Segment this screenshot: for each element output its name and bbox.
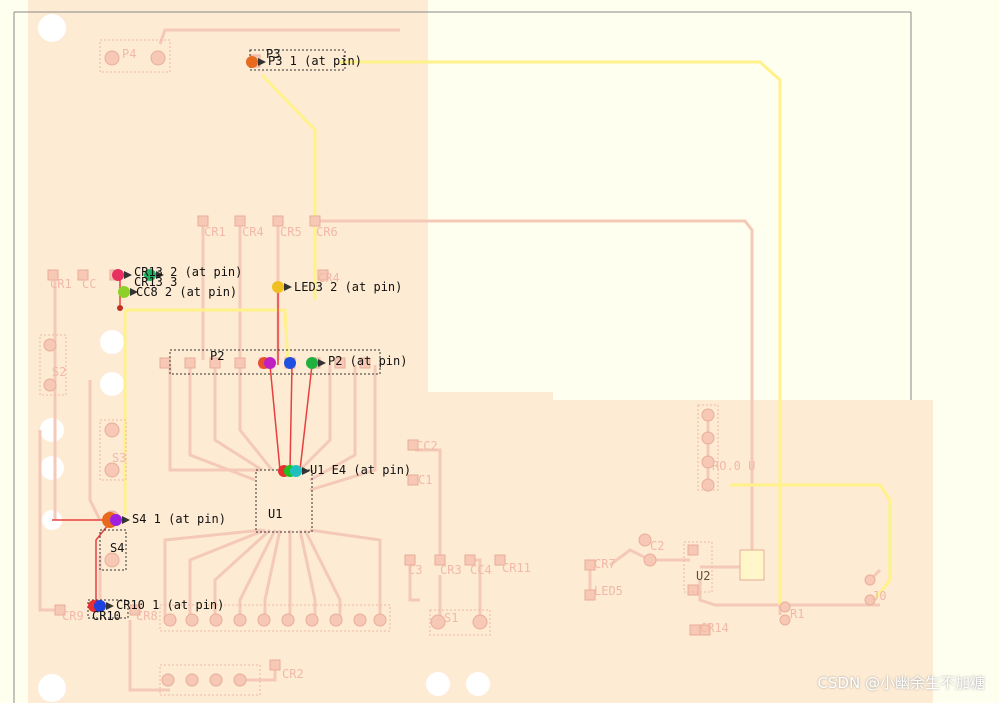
pin-label-u1: U1 E4 (at pin) xyxy=(310,463,412,477)
pin-label-cr10: CR10 1 (at pin) xyxy=(116,598,225,612)
designator-p3: P3 xyxy=(266,47,281,61)
designator-s4: S4 xyxy=(110,541,125,555)
component-outlines-light xyxy=(39,39,719,696)
designator-s2: S2 xyxy=(52,365,67,379)
designator-cr10: CR10 xyxy=(92,609,121,623)
designator-cr4: CR4 xyxy=(242,225,264,239)
designator-c2: C2 xyxy=(650,539,665,553)
designator-s3: S3 xyxy=(112,451,127,465)
pin-label-p3: P3 1 (at pin) xyxy=(268,54,362,68)
pin-label-s4: S4 1 (at pin) xyxy=(132,512,226,526)
board-region-mid xyxy=(428,392,553,402)
designator-led5: LED5 xyxy=(594,584,623,598)
designator-cr4b: CR4 xyxy=(318,271,340,285)
designator-cr1: CR1 xyxy=(204,225,226,239)
designator-p4: P4 xyxy=(122,47,137,61)
designator-cr11: CR11 xyxy=(502,561,531,575)
designator-c3: C3 xyxy=(408,563,423,577)
designator-cr5: CR5 xyxy=(280,225,302,239)
pin-label-cc8: CC8 2 (at pin) xyxy=(136,285,238,299)
designator-cr9: CR9 xyxy=(62,609,84,623)
pin-label-cr13: CR13 2 (at pin) xyxy=(134,265,243,279)
designator-cr3: CR3 xyxy=(440,563,462,577)
top-traces xyxy=(123,60,892,606)
designator-cc: CC xyxy=(82,277,97,291)
pin-label-led3: LED3 2 (at pin) xyxy=(294,280,403,294)
designator-p2: P2 xyxy=(210,349,225,363)
board-region-bottom xyxy=(28,400,933,703)
designator-cr6: CR6 xyxy=(316,225,338,239)
designator-cr2: CR2 xyxy=(282,667,304,681)
designator-s1: S1 xyxy=(444,611,459,625)
designator-ro: RO.0 U xyxy=(712,459,756,473)
designator-cr1b: CR1 xyxy=(50,277,72,291)
designator-cr14: CR14 xyxy=(700,621,729,635)
designator-c1: C1 xyxy=(418,473,433,487)
pin-label-p2: P2 (at pin) xyxy=(328,354,408,368)
designator-u1: U1 xyxy=(268,507,283,521)
designator-j0: J0 xyxy=(872,589,887,603)
designator-cr7: CR7 xyxy=(594,557,616,571)
watermark: CSDN @小幽余生不加糖 xyxy=(817,674,985,692)
pin-marker-icon[interactable] xyxy=(88,56,326,612)
pin-label-cr13b: CR13 3 xyxy=(134,275,178,289)
designator-r1: R1 xyxy=(790,607,805,621)
designator-u2: U2 xyxy=(696,569,711,583)
designator-cr8: CR8 xyxy=(136,609,158,623)
designator-cc2: CC2 xyxy=(416,439,438,453)
designator-cc4: CC4 xyxy=(470,563,492,577)
